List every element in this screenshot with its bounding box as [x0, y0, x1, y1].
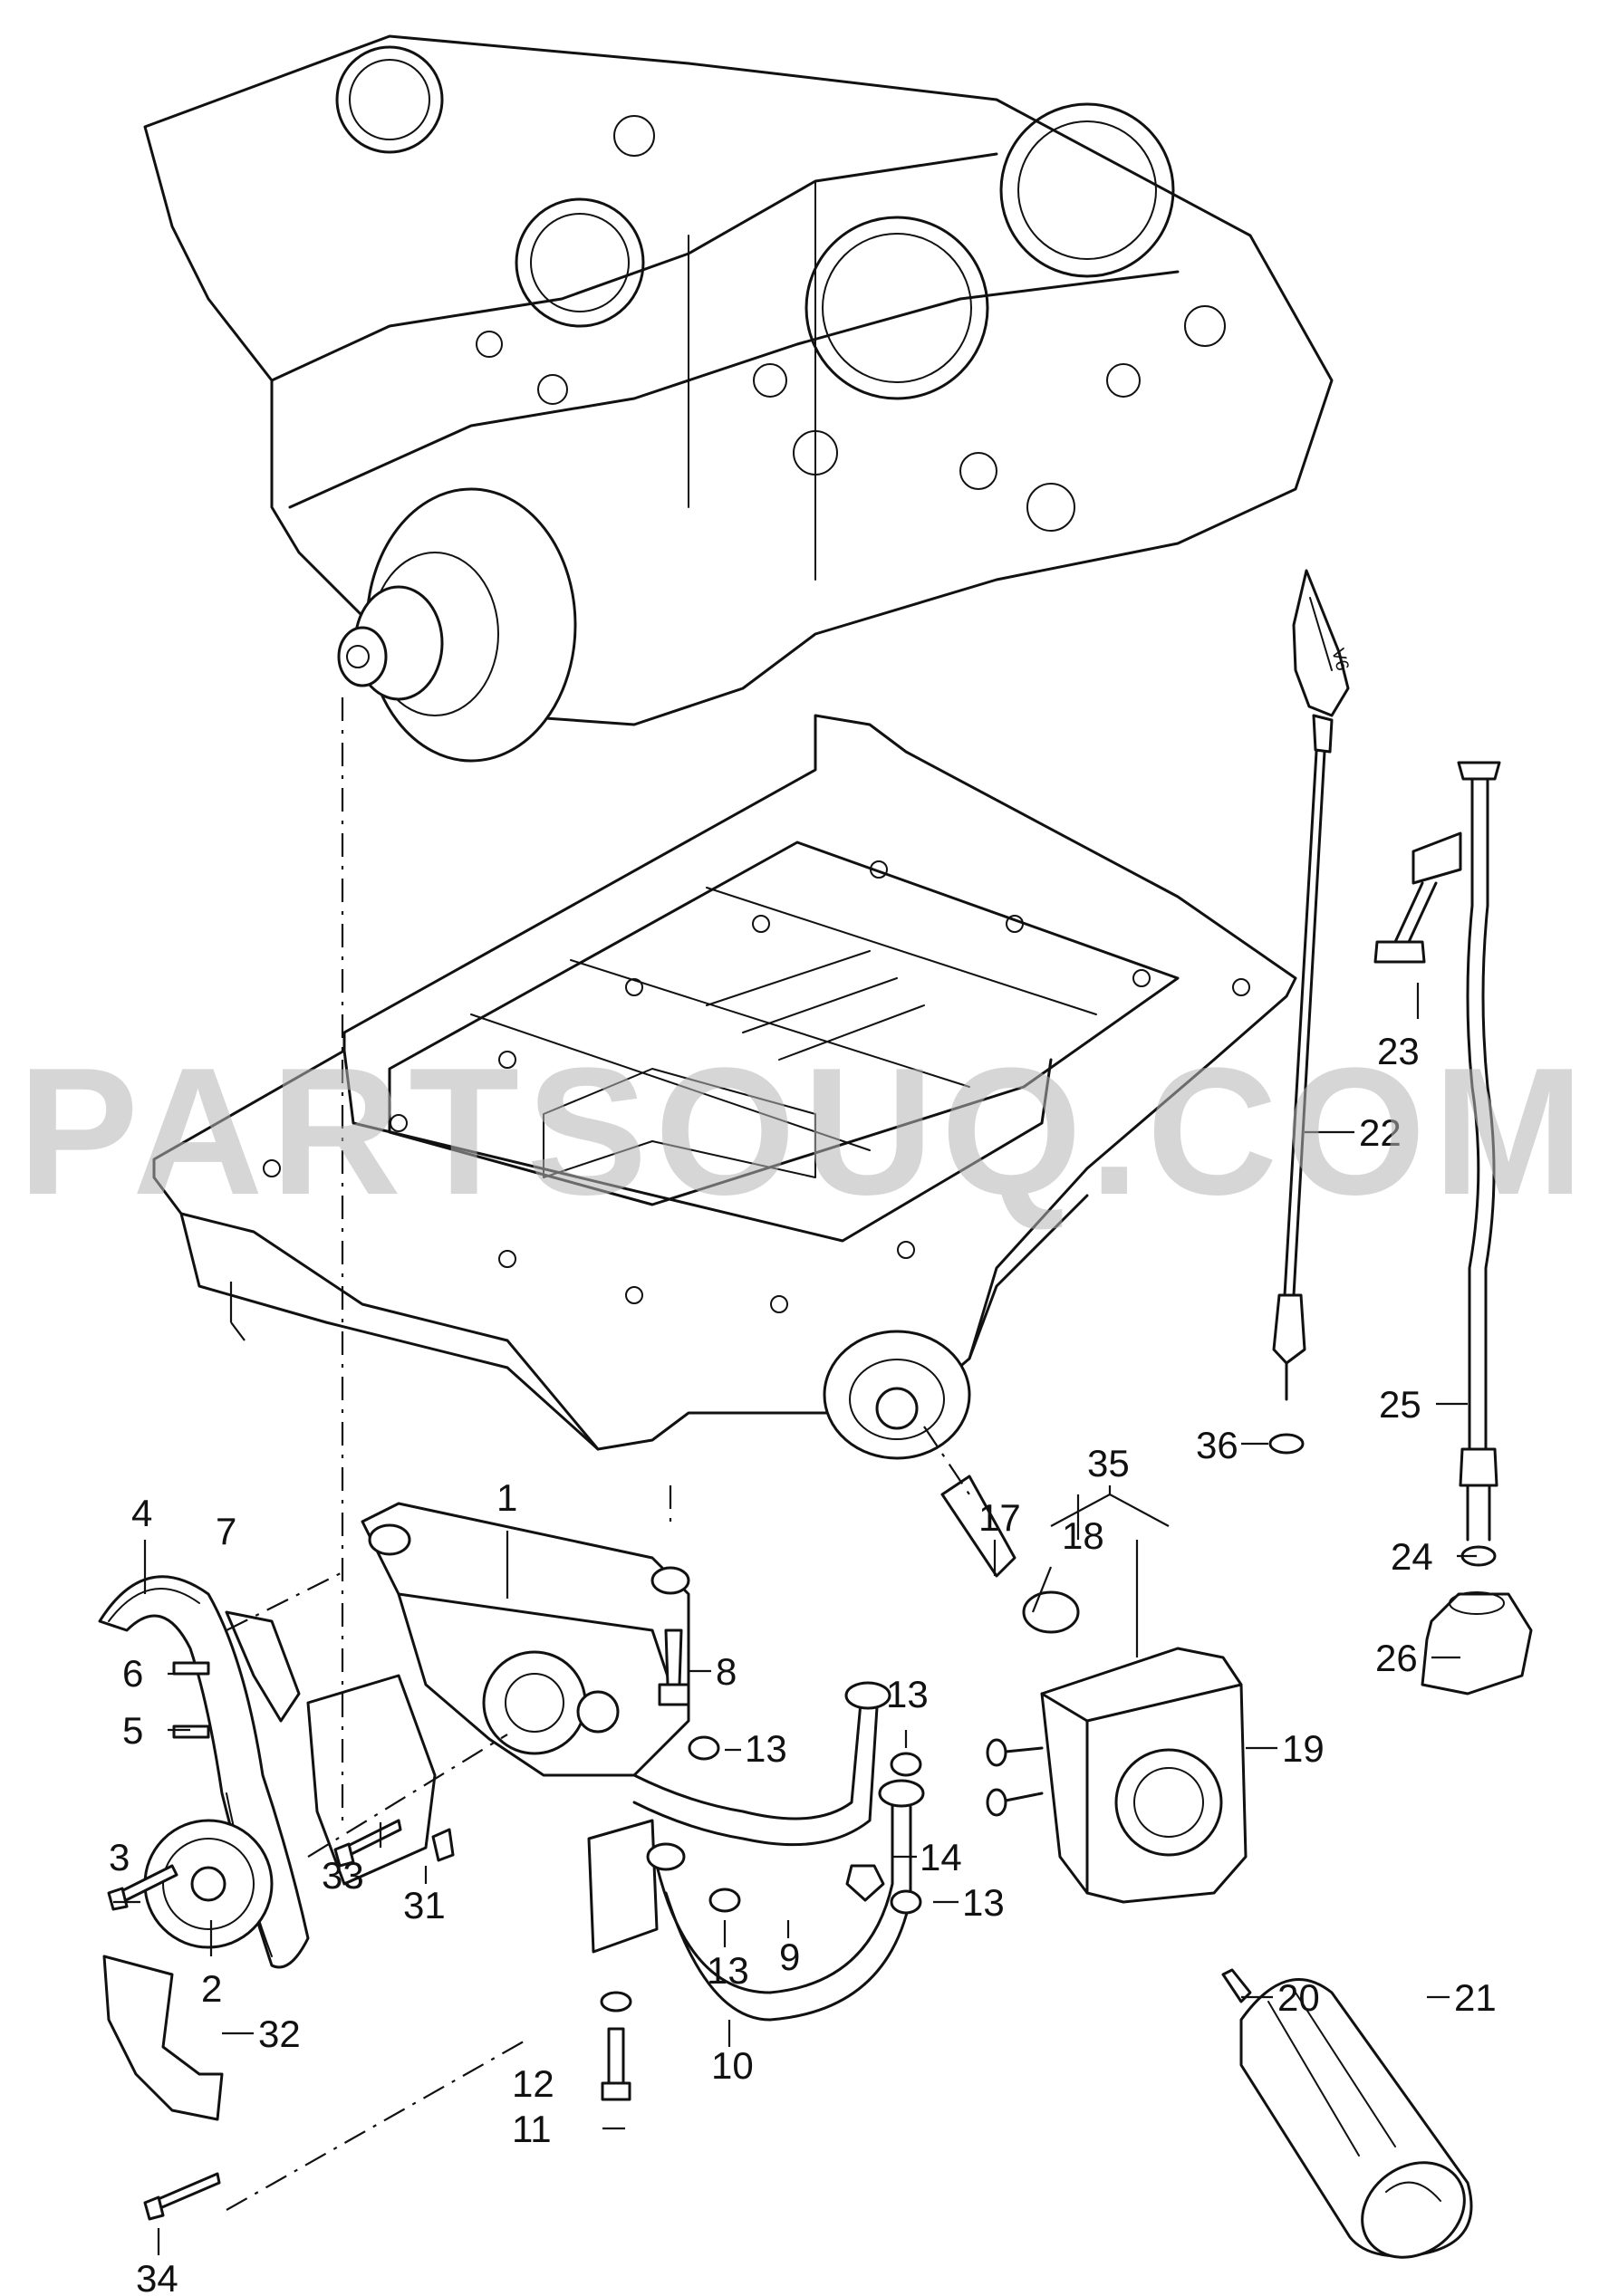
- callout-24: 24: [1391, 1535, 1433, 1578]
- callout-20: 20: [1277, 1976, 1320, 2019]
- callout-18: 18: [1062, 1514, 1104, 1557]
- callout-labels: 1 2 3 4 5 6 7 8 9 10 11 12 13 13 13 13 1…: [109, 1030, 1497, 2296]
- oil-line-illustration: [587, 1681, 925, 2022]
- chain-cover-illustration: [102, 1674, 437, 2121]
- callout-4: 4: [131, 1492, 152, 1534]
- callout-12: 12: [512, 2062, 554, 2105]
- oil-cooler-illustration: [986, 1647, 1252, 2003]
- callout-21: 21: [1454, 1976, 1497, 2019]
- callout-13-a: 13: [745, 1727, 787, 1770]
- callout-5: 5: [122, 1709, 143, 1752]
- callout-2: 2: [201, 1967, 222, 2010]
- callout-14: 14: [920, 1836, 962, 1878]
- oil-pump-illustration: [361, 1502, 690, 1777]
- callout-13-c: 13: [707, 1949, 749, 1992]
- callout-11: 11: [512, 2108, 552, 2150]
- callout-8: 8: [716, 1650, 737, 1693]
- callout-31: 31: [403, 1884, 446, 1926]
- callout-26: 26: [1375, 1637, 1418, 1679]
- callout-36: 36: [1196, 1424, 1238, 1466]
- callout-25: 25: [1379, 1383, 1421, 1426]
- oil-filter-illustration: [1239, 1978, 1473, 2259]
- assembly-dashed-lines: [226, 697, 970, 2211]
- callout-1: 1: [496, 1476, 517, 1519]
- callout-23: 23: [1377, 1030, 1420, 1072]
- callout-34: 34: [136, 2257, 178, 2296]
- dipstick-guide-tube-illustration: [1373, 761, 1533, 1696]
- engine-block-illustration: [143, 34, 1334, 763]
- timing-chain-illustration: [98, 1575, 310, 1969]
- callout-3: 3: [109, 1836, 130, 1878]
- callout-9: 9: [779, 1936, 800, 1978]
- callout-33: 33: [322, 1854, 364, 1897]
- callout-32: 32: [258, 2013, 301, 2055]
- callout-10: 10: [711, 2044, 754, 2087]
- small-parts-illustration: [107, 1475, 1080, 2221]
- callout-13-b: 13: [886, 1673, 929, 1715]
- callout-19: 19: [1282, 1727, 1325, 1770]
- leader-lines: [113, 983, 1477, 2255]
- dipstick-illustration: V6: [1268, 569, 1353, 1455]
- callout-17: 17: [978, 1496, 1021, 1539]
- oil-pan-illustration: [152, 714, 1297, 1460]
- callout-6: 6: [122, 1652, 143, 1695]
- callout-22: 22: [1359, 1111, 1402, 1154]
- callout-7: 7: [216, 1510, 236, 1552]
- callout-35: 35: [1087, 1442, 1130, 1484]
- callout-13-d: 13: [962, 1881, 1005, 1924]
